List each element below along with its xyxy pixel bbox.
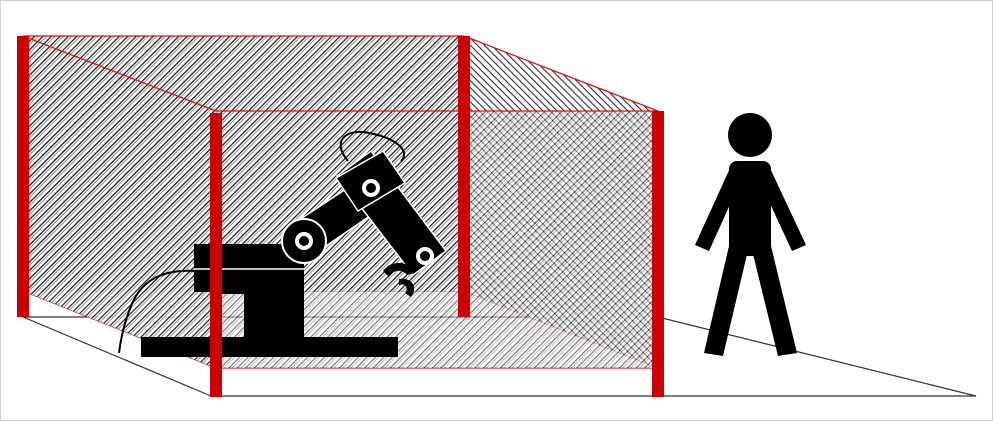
- robot-cable: [118, 269, 197, 354]
- human-figure: [695, 113, 806, 356]
- mesh-panel-left: [23, 36, 216, 368]
- robot-gripper: [383, 262, 415, 297]
- fence-post-front-right: [652, 111, 664, 397]
- fence-posts: [17, 36, 664, 397]
- fence-post-back-left: [17, 36, 29, 317]
- robot-base-plate: [141, 337, 398, 357]
- fence-post-front-left: [210, 113, 222, 397]
- fence-top-rails: [22, 35, 659, 112]
- fence-post-back-right: [458, 36, 470, 317]
